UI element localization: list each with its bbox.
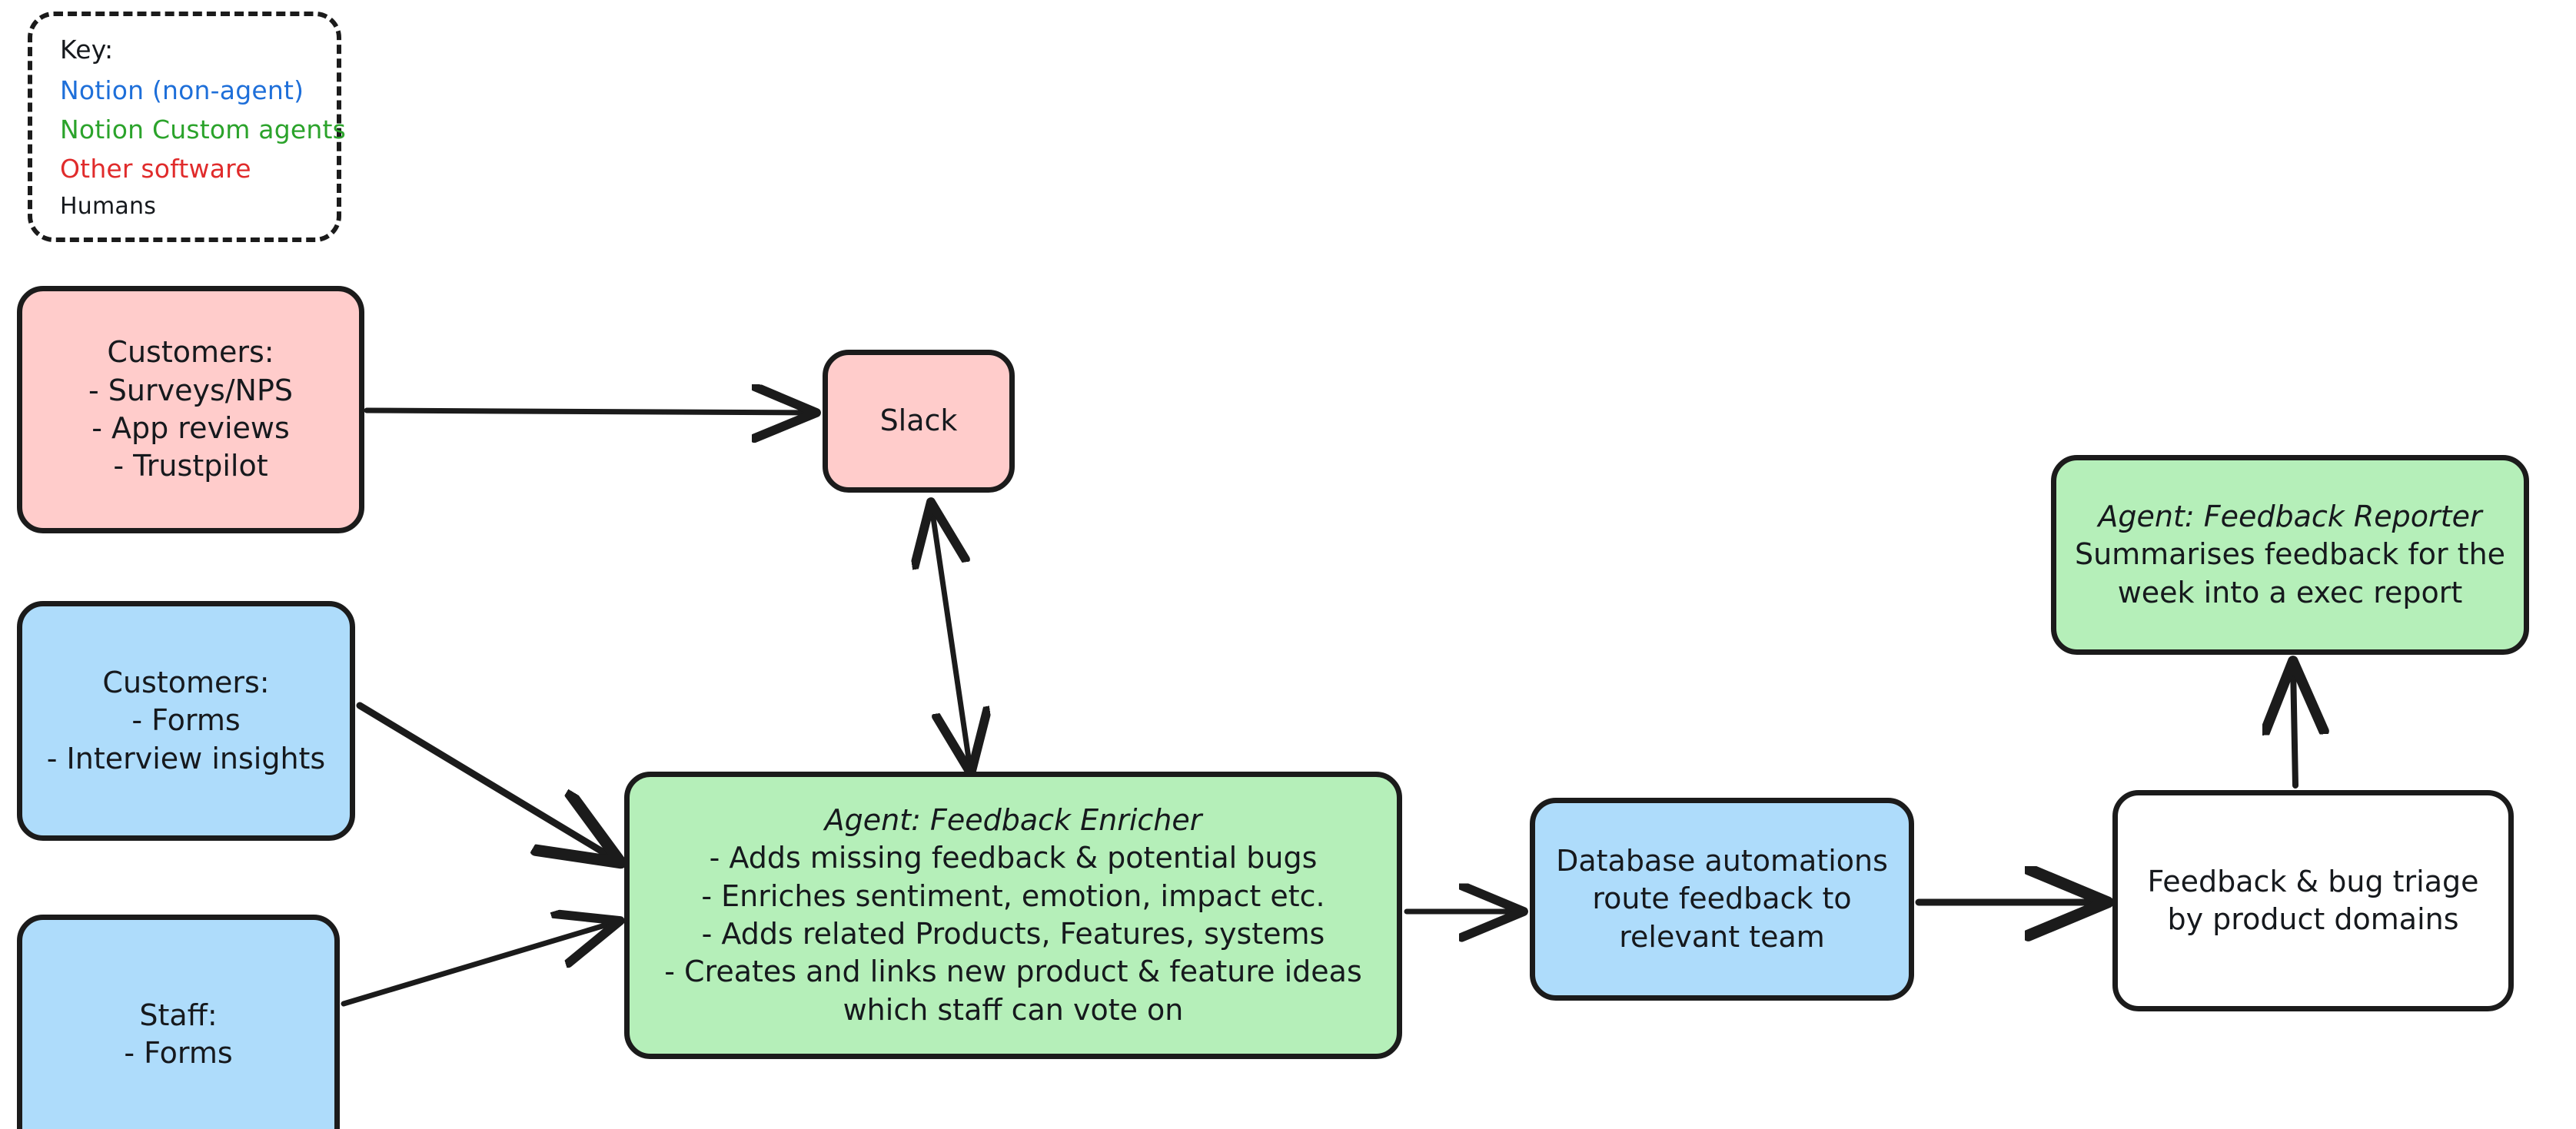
key-legend: Key: Notion (non-agent) Notion Custom ag…: [28, 12, 347, 242]
edge-customers-passive-to-slack: [364, 410, 811, 413]
node-line: - Forms: [131, 703, 241, 738]
node-line: Agent: Feedback Reporter: [2098, 499, 2482, 533]
node-customers-passive[interactable]: Customers: - Surveys/NPS - App reviews -…: [17, 286, 364, 533]
node-line: - Interview insights: [46, 741, 326, 775]
node-line: Agent: Feedback Enricher: [824, 802, 1202, 837]
node-line: Feedback & bug triage: [2147, 864, 2479, 898]
node-line: Staff:: [139, 998, 218, 1032]
node-line: - Enriches sentiment, emotion, impact et…: [701, 878, 1325, 913]
node-line: Database automations: [1556, 843, 1888, 878]
node-line: Customers:: [107, 335, 274, 370]
node-db-automations[interactable]: Database automations route feedback to r…: [1530, 798, 1914, 1001]
node-line: - Surveys/NPS: [88, 373, 294, 407]
edge-slack-to-enricher: [932, 507, 970, 769]
node-line: Summarises feedback for the: [2074, 537, 2506, 572]
node-line: which staff can vote on: [843, 992, 1184, 1027]
node-line: - Trustpilot: [113, 449, 268, 483]
node-line: Slack: [879, 403, 958, 438]
node-reporter[interactable]: Agent: Feedback Reporter Summarises feed…: [2051, 455, 2529, 655]
key-title: Key:: [60, 35, 114, 65]
key-item-humans: Humans: [60, 193, 157, 220]
edge-customers-active-to-enricher: [356, 702, 615, 859]
node-slack[interactable]: Slack: [823, 350, 1015, 493]
node-line: - App reviews: [91, 411, 290, 445]
edge-staff-to-enricher: [341, 922, 615, 1007]
node-line: by product domains: [2167, 902, 2459, 936]
key-item-notion-custom-agents: Notion Custom agents: [60, 115, 347, 144]
key-item-notion-non-agent: Notion (non-agent): [60, 75, 304, 105]
node-line: Customers:: [102, 665, 270, 699]
node-line: week into a exec report: [2117, 575, 2463, 609]
node-enricher[interactable]: Agent: Feedback Enricher - Adds missing …: [624, 772, 1402, 1059]
edge-triage-to-reporter: [2293, 667, 2295, 789]
node-customers-active[interactable]: Customers: - Forms - Interview insights: [17, 601, 355, 841]
node-line: - Adds related Products, Features, syste…: [701, 917, 1325, 951]
node-line: - Creates and links new product & featur…: [664, 955, 1362, 989]
node-line: relevant team: [1619, 919, 1825, 954]
node-triage[interactable]: Feedback & bug triage by product domains: [2112, 790, 2514, 1011]
node-staff[interactable]: Staff: - Forms: [17, 915, 340, 1129]
node-line: - Forms: [124, 1036, 233, 1070]
key-item-other-software: Other software: [60, 154, 251, 184]
node-line: - Adds missing feedback & potential bugs: [709, 841, 1318, 875]
node-line: route feedback to: [1592, 882, 1852, 916]
